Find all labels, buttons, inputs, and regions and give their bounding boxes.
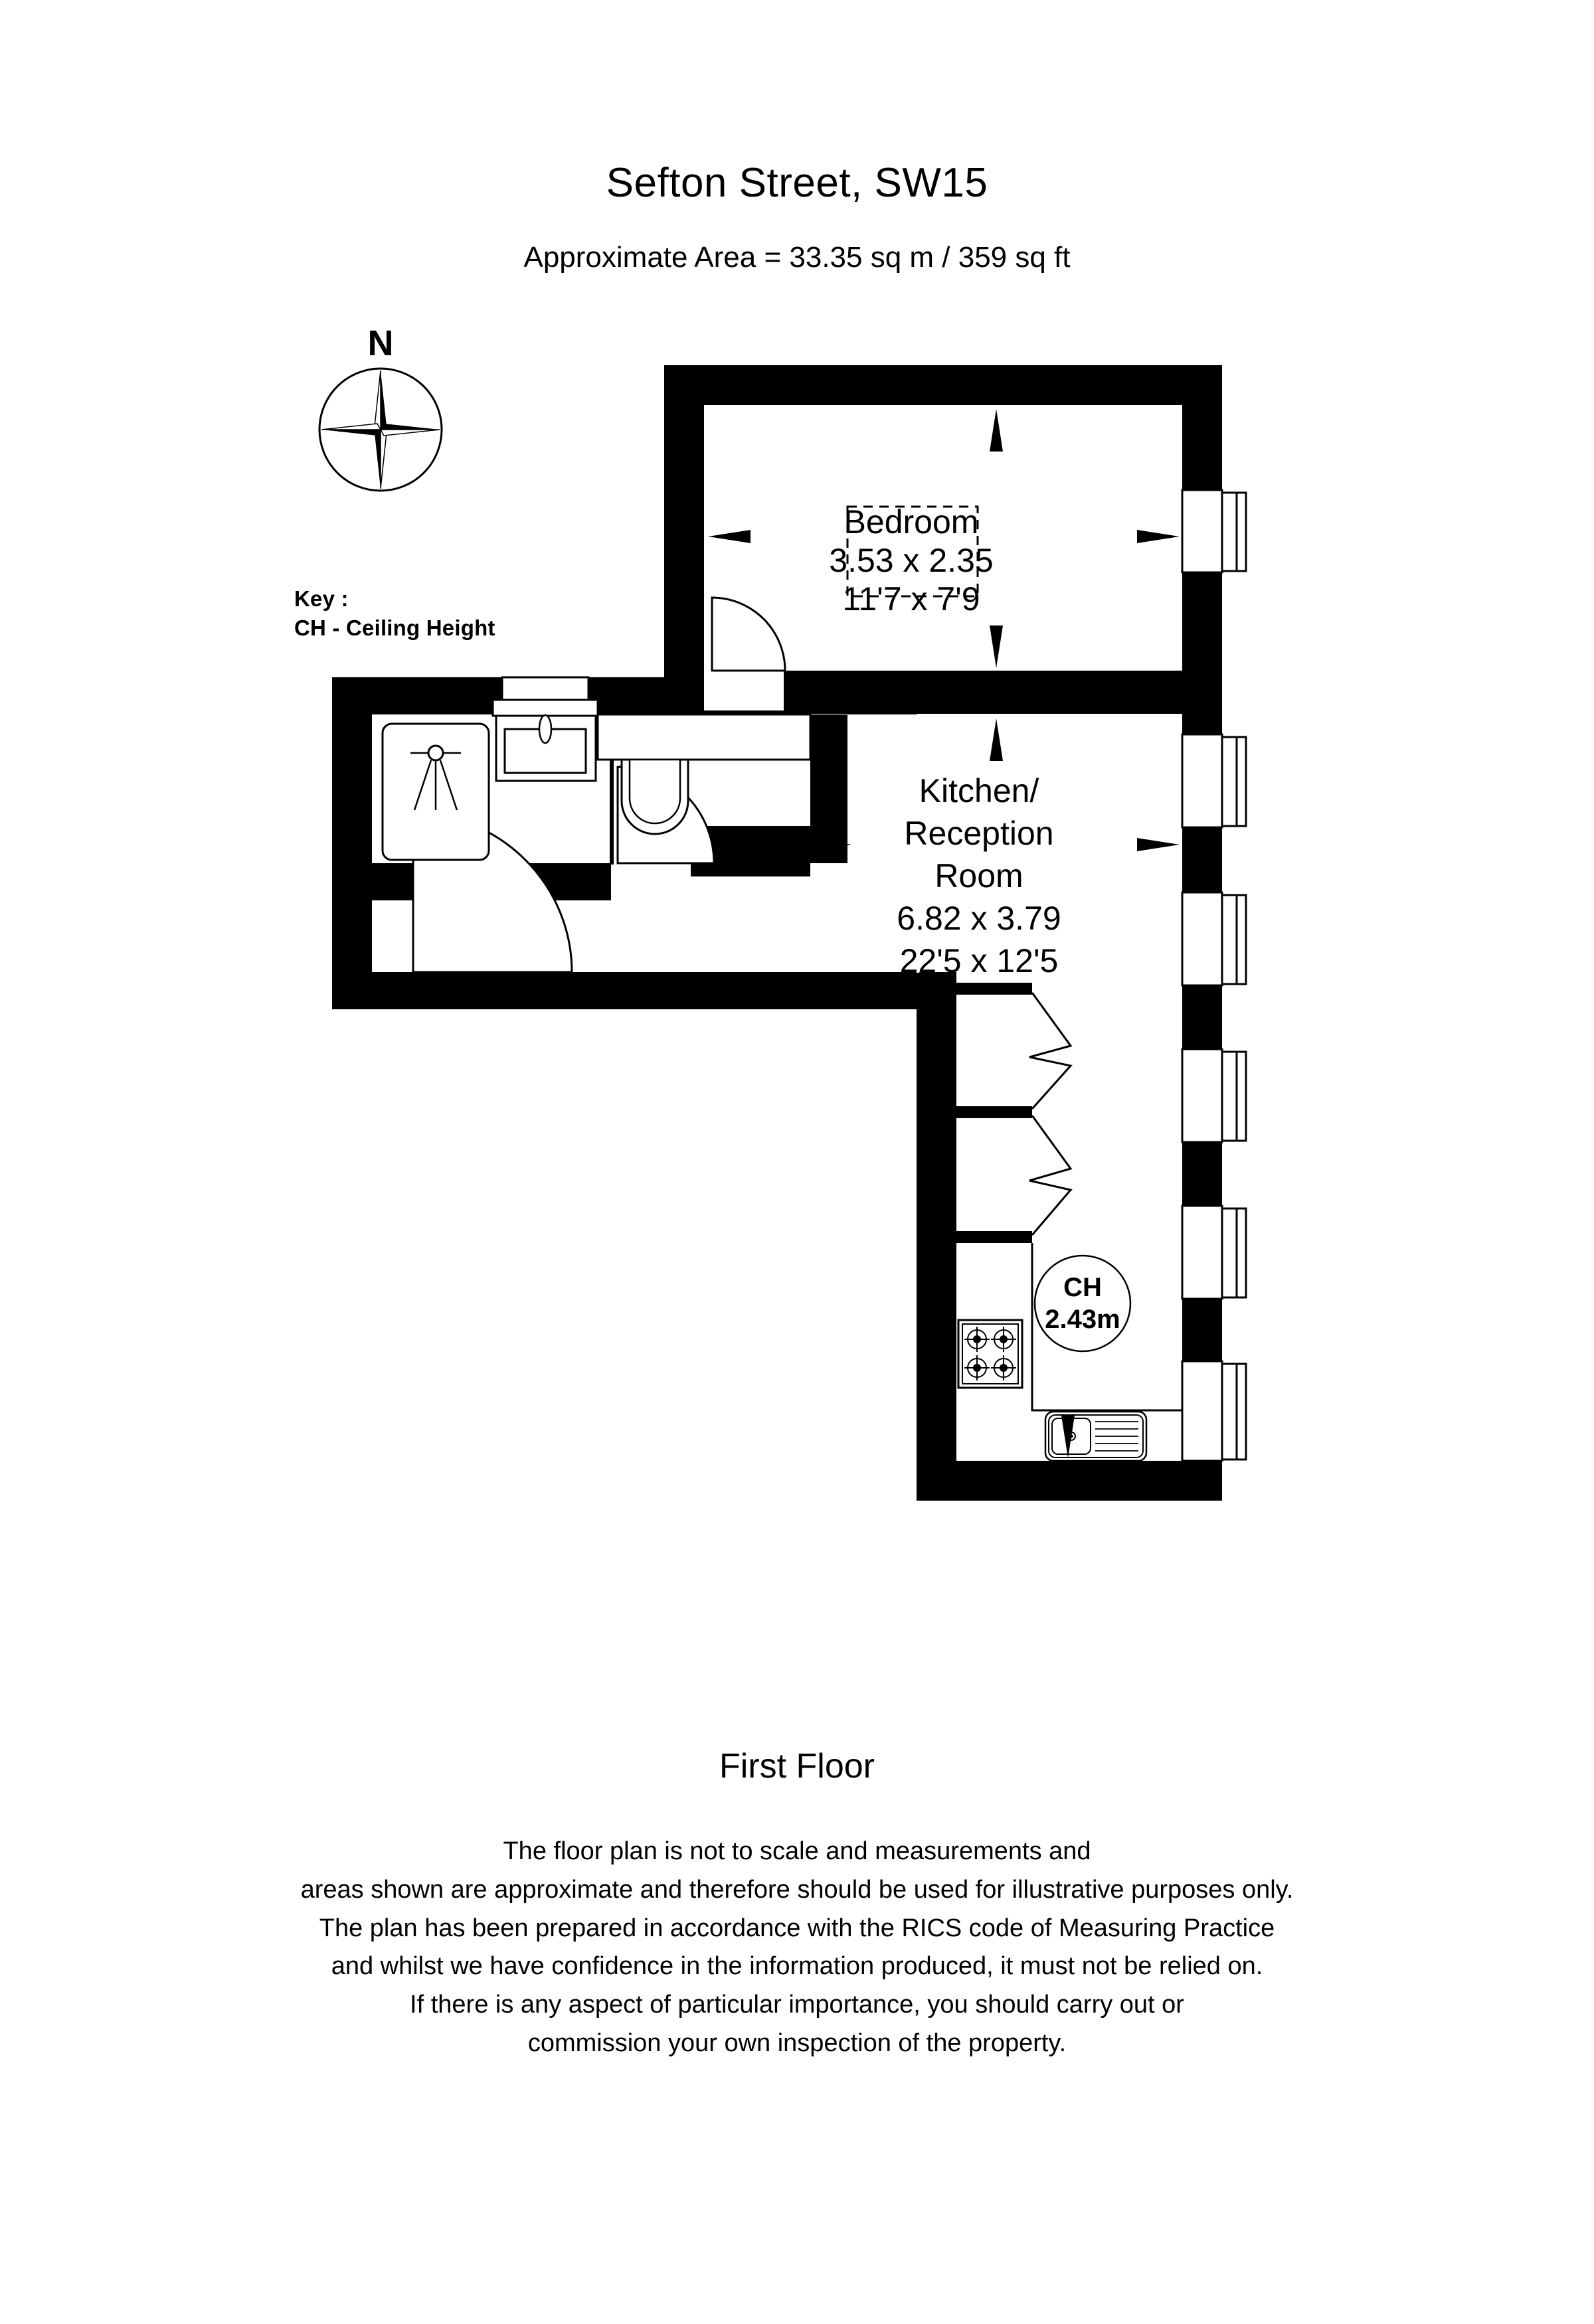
bedroom-dim-metric: 3.53 x 2.35 (829, 542, 993, 579)
disclaimer-line-2: areas shown are approximate and therefor… (300, 1875, 1294, 1904)
window-kitchen-bay (1181, 733, 1247, 1462)
dimension-arrows (708, 409, 1180, 1458)
compass-rose-icon (318, 367, 443, 492)
disclaimer-line-3: The plan has been prepared in accordance… (319, 1914, 1275, 1942)
kitchen-dim-metric: 6.82 x 3.79 (897, 900, 1061, 937)
floorplan-drawing: Bedroom 3.53 x 2.35 11'7 x 7'9 Kitchen/ … (332, 365, 1247, 1501)
shower-tray-icon (381, 722, 490, 861)
compass: N (304, 325, 457, 525)
sink-with-drainer-icon (1044, 1410, 1148, 1462)
bedroom-dashed-marker (846, 505, 979, 598)
folding-doors-kitchen (919, 983, 1073, 1243)
room-label-bedroom: Bedroom 3.53 x 2.35 11'7 x 7'9 (829, 503, 993, 618)
disclaimer-line-6: commission your own inspection of the pr… (527, 2029, 1067, 2057)
floor-label: First Floor (719, 1747, 875, 1785)
disclaimer-line-4: and whilst we have confidence in the inf… (331, 1952, 1263, 1981)
kitchen-name-line2: Reception (904, 815, 1053, 852)
disclaimer-line-1: The floor plan is not to scale and measu… (503, 1837, 1091, 1865)
toilet-icon (596, 713, 812, 835)
disclaimer-line-5: If there is any aspect of particular imp… (410, 1991, 1184, 2019)
room-label-kitchen-reception: Kitchen/ Reception Room 6.82 x 3.79 22'5… (897, 772, 1061, 979)
kitchen-worktop (1031, 1243, 1182, 1412)
disclaimer-text: The floor plan is not to scale and measu… (0, 1833, 1594, 2063)
approximate-area-text: Approximate Area = 33.35 sq m / 359 sq f… (523, 241, 1071, 274)
bedroom-name: Bedroom (844, 503, 979, 540)
kitchen-dim-imperial: 22'5 x 12'5 (900, 942, 1059, 979)
window-bedroom (1181, 489, 1247, 574)
key-legend: Key : CH - Ceiling Height (294, 584, 495, 643)
key-entry-ceiling-height: CH - Ceiling Height (294, 615, 495, 640)
hob-icon (957, 1319, 1023, 1389)
bedroom-dim-imperial: 11'7 x 7'9 (842, 580, 980, 618)
key-heading: Key : (294, 586, 349, 611)
kitchen-name-line1: Kitchen/ (919, 772, 1039, 809)
page-title: Sefton Street, SW15 (606, 160, 988, 206)
ceiling-height-label: CH (1063, 1273, 1102, 1302)
ceiling-height-value: 2.43m (1045, 1305, 1120, 1334)
ceiling-height-badge: CH 2.43m (1033, 1254, 1132, 1353)
compass-north-label: N (367, 323, 394, 363)
kitchen-name-line3: Room (934, 857, 1023, 894)
wash-basin-icon (491, 676, 599, 782)
door-bedroom (711, 596, 786, 672)
